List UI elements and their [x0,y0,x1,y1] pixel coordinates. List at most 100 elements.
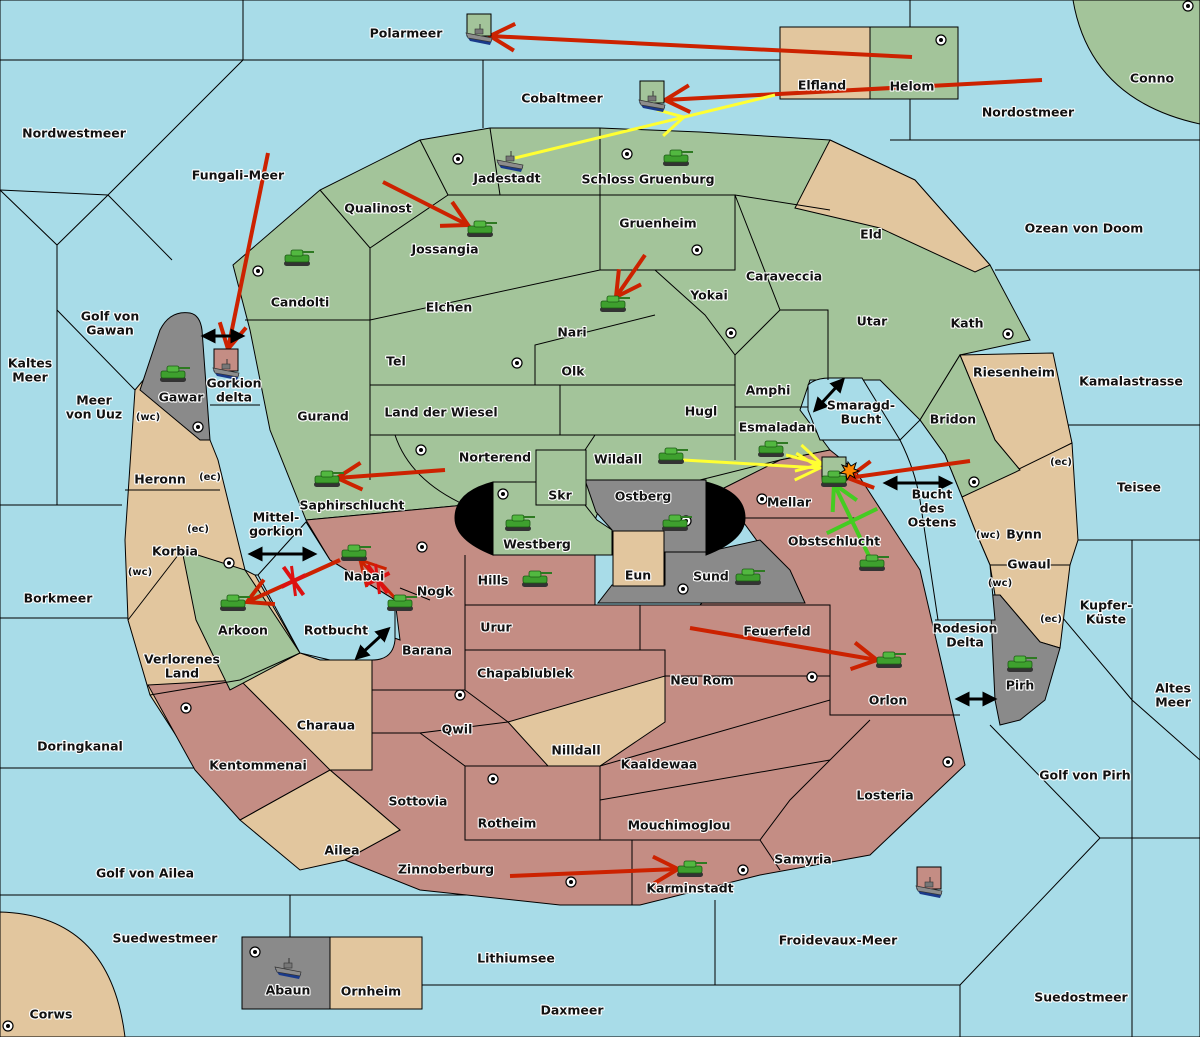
province-label-samyria: Samyria [774,851,832,866]
failed-order-x-icon [364,563,391,595]
sea-label-suedwestmeer: Suedwestmeer [113,930,219,945]
province-label-elfland: Elfland [798,77,846,92]
order-support-jadestadt-elfland [514,93,776,160]
fleet-unit-polarmeer[interactable] [465,13,493,46]
coast-marker-bynn: (ec) [1050,457,1072,468]
province-label-sottovia: Sottovia [389,793,448,808]
province-label-land-der-wiesel: Land der Wiesel [384,404,497,419]
province-nilldall[interactable] [507,675,666,767]
supply-center-icon [416,541,428,553]
province-label-gwaul: Gwaul [1007,556,1050,571]
province-label-gruenheim: Gruenheim [619,215,696,230]
fleet-unit-gorkion-delta[interactable] [212,348,240,381]
province-label-mellar: Mellar [767,494,812,509]
supply-center-icon [2,1020,14,1032]
supply-center-icon [942,756,954,768]
sea-label-doringkanal: Doringkanal [37,738,123,753]
supply-center-icon [677,583,689,595]
supply-center-icon [935,34,947,46]
province-conno[interactable] [1072,0,1200,125]
province-label-obstschlucht: Obstschlucht [788,533,880,548]
supply-center-icon [1182,0,1194,12]
supply-center-icon [1002,328,1014,340]
sea-label-suedostmeer: Suedostmeer [1034,989,1128,1004]
sea-bucht-des-ostens[interactable] [899,419,996,621]
province-ornheim[interactable] [329,936,423,1010]
supply-center-icon [180,702,192,714]
sea-label-froidevaux-meer: Froidevaux-Meer [779,932,898,947]
province-label-neu-rom: Neu Rom [670,672,733,687]
province-elfland[interactable] [779,26,871,100]
supply-center-icon [725,327,737,339]
sea-label-kupfer-kueste: Kupfer-Küste [1080,597,1133,626]
supply-center-icon [252,265,264,277]
supply-center-icon [737,864,749,876]
province-label-nilldall: Nilldall [551,742,600,757]
province-label-skr: Skr [548,487,572,502]
sea-label-rotbucht: Rotbucht [304,622,368,637]
sea-label-smaragd-bucht: Smaragd-Bucht [827,397,895,426]
province-label-saphirschlucht: Saphirschlucht [300,497,405,512]
province-label-elchen: Elchen [426,299,473,314]
fleet-unit-cobaltmeer[interactable] [638,80,666,113]
supply-center-icon [511,357,523,369]
province-label-esmaladan: Esmaladan [739,419,815,434]
province-label-olk: Olk [561,363,585,378]
province-label-pirh: Pirh [1006,677,1035,692]
province-eld[interactable] [794,139,991,273]
coast-marker-heronn: (ec) [199,472,221,483]
province-label-eld: Eld [860,226,882,241]
province-label-ostberg: Ostberg [615,488,672,503]
coast-marker-korbia: (ec) [187,524,209,535]
supply-center-icon [691,244,703,256]
sea-label-cobaltmeer: Cobaltmeer [521,90,603,105]
province-label-zinnoberburg: Zinnoberburg [398,861,494,876]
coast-marker-gawar: (wc) [136,412,160,423]
province-corws[interactable] [0,911,126,1037]
province-skr[interactable] [535,449,587,506]
connection-arrow-icon [354,626,391,661]
fleet-unit-froidevaux-meer[interactable] [915,866,943,899]
province-label-utar: Utar [857,313,889,328]
province-label-nabai: Nabai [344,568,385,583]
sea-label-fungali-meer: Fungali-Meer [192,167,285,182]
order-move-failed-nabai-arkoon [243,558,341,607]
sea-label-nordostmeer: Nordostmeer [982,104,1075,119]
sea-label-teisee: Teisee [1117,479,1161,494]
province-label-nogk: Nogk [417,583,454,598]
province-label-feuerfeld: Feuerfeld [743,623,810,638]
province-eun[interactable] [612,530,665,587]
supply-center-icon [223,557,235,569]
province-label-nari: Nari [557,324,586,339]
province-label-bridon: Bridon [930,411,976,426]
province-label-urur: Urur [480,619,512,634]
province-label-eun: Eun [625,567,651,582]
province-label-wildall: Wildall [594,451,642,466]
province-label-caraveccia: Caraveccia [746,268,822,283]
supply-center-icon [968,476,980,488]
province-arkoon[interactable] [181,549,301,691]
province-label-jadestadt: Jadestadt [472,170,540,185]
land-borders [125,127,960,905]
province-label-tel: Tel [386,353,406,368]
supply-center-icon [806,671,818,683]
province-label-hugl: Hugl [685,403,718,418]
supply-center-icon [497,488,509,500]
province-label-arkoon: Arkoon [218,622,268,637]
province-label-helom: Helom [890,78,935,93]
connection-arrow-icon [812,377,846,413]
coast-marker-gwaul: (wc) [988,578,1012,589]
supply-center-icon [415,444,427,456]
sea-label-golf-von-pirh: Golf von Pirh [1039,767,1130,782]
province-label-heronn: Heronn [134,471,186,486]
province-label-charaua: Charaua [297,717,355,732]
arrowhead-icon [439,200,472,228]
province-label-gawar: Gawar [159,389,205,404]
